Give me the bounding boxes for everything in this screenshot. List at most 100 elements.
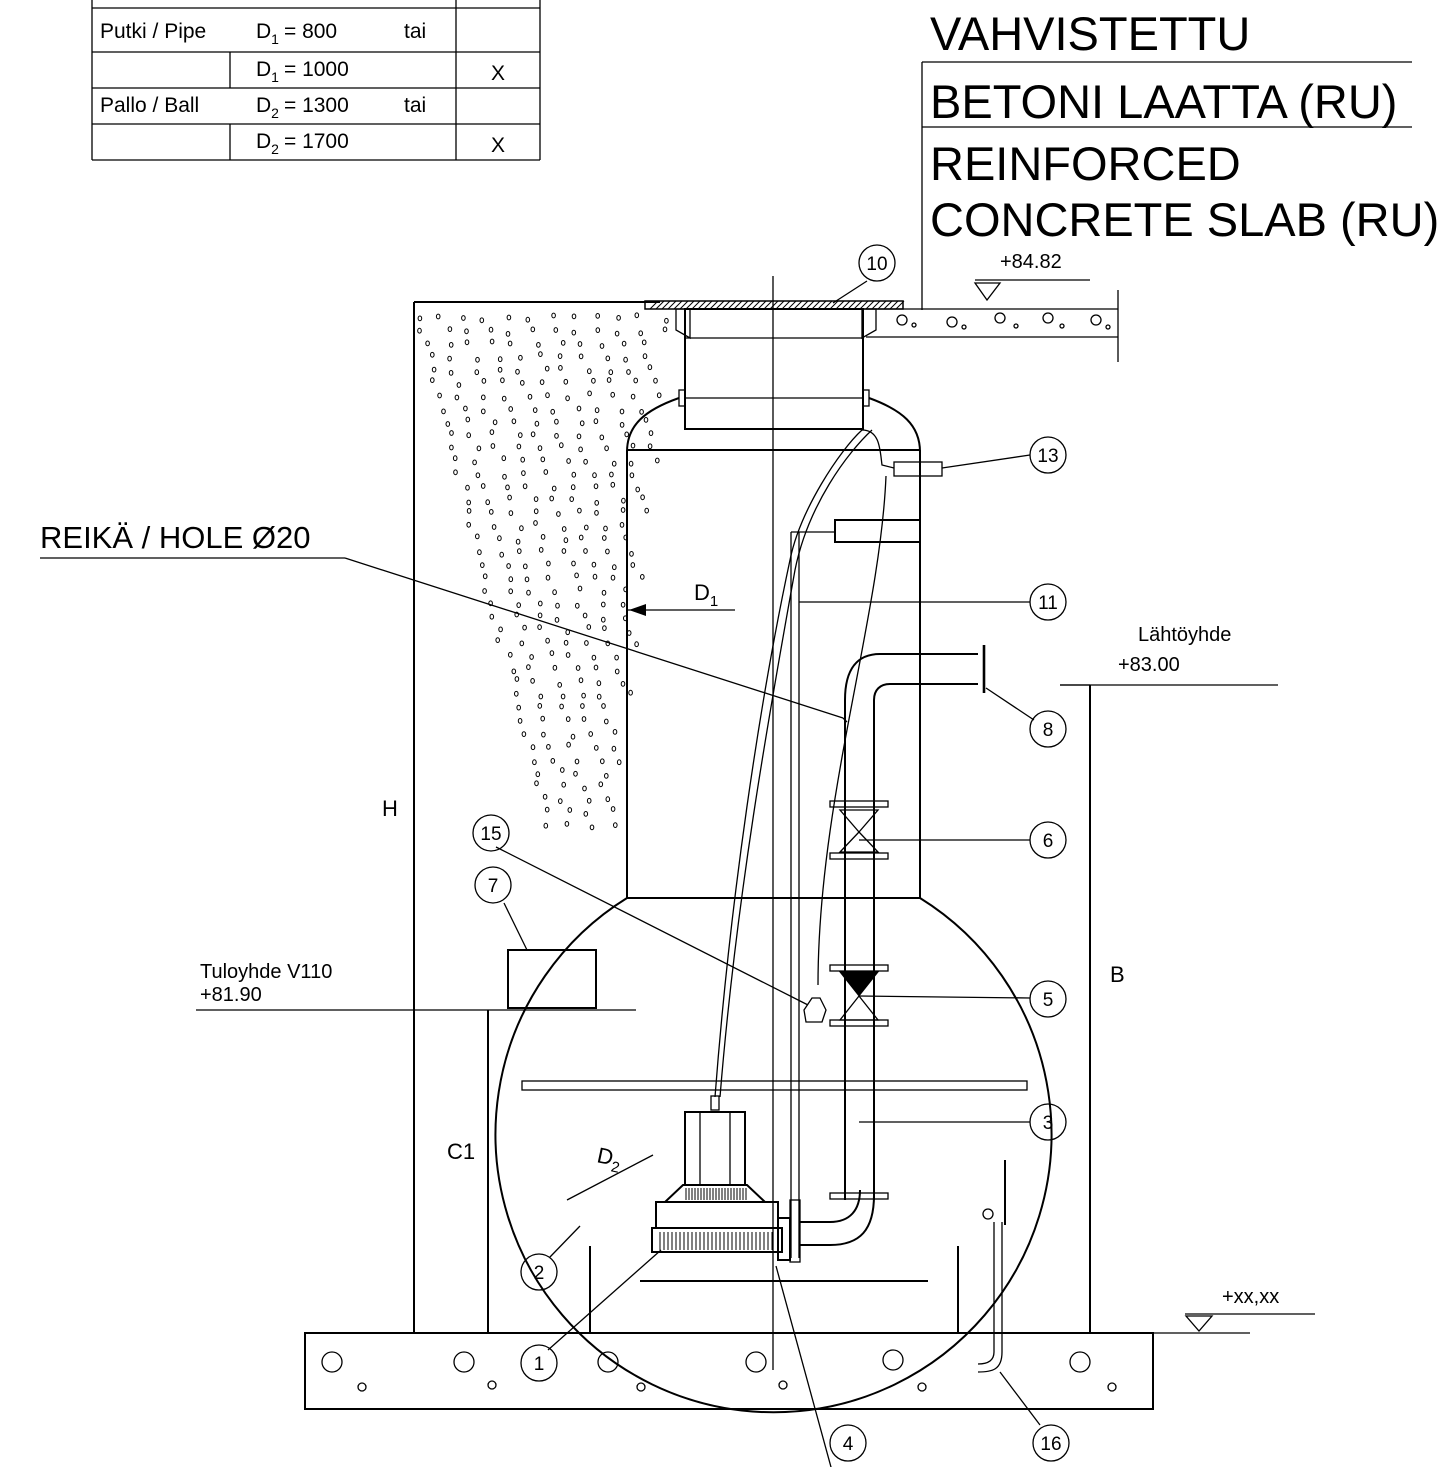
base-concrete-slab: [304, 1332, 1250, 1410]
gravel-dot: [543, 469, 549, 475]
gravel-dot: [549, 495, 555, 502]
gravel-dot: [578, 353, 584, 360]
gravel-dot: [524, 576, 530, 583]
gravel-dot: [575, 665, 581, 671]
gravel-dot: [602, 535, 607, 541]
gravel-dot: [491, 524, 497, 530]
gravel-dot: [571, 560, 576, 567]
gravel-dot: [552, 664, 558, 671]
gravel-dot: [619, 408, 625, 415]
gravel-dot: [480, 562, 485, 568]
gravel-dot: [612, 729, 618, 735]
gravel-dot: [593, 483, 599, 490]
gravel-dot: [497, 366, 503, 373]
gravel-dot: [540, 715, 546, 722]
gravel-dot: [565, 652, 571, 658]
gravel-dot: [644, 507, 650, 514]
gravel-dot: [656, 392, 662, 399]
gravel-dot: [558, 365, 563, 371]
gravel-dot: [558, 798, 563, 804]
gravel-dot: [619, 422, 625, 428]
gravel-dot: [489, 338, 495, 345]
gravel-dot: [518, 354, 523, 361]
hatch-line: [739, 300, 749, 310]
gravel-dot: [537, 445, 543, 452]
gravel-dot: [505, 331, 511, 337]
gravel-dot: [449, 444, 454, 451]
gravel-dot: [570, 484, 576, 491]
gravel-dot: [629, 472, 635, 479]
callout-6: 6: [1043, 831, 1054, 852]
gravel-dot: [430, 351, 435, 358]
gravel-dot: [606, 377, 612, 383]
hatch-line: [745, 300, 755, 310]
gravel-dot: [532, 407, 538, 414]
gravel-dot: [506, 563, 511, 569]
gravel-dot: [557, 353, 563, 360]
gravel-dot: [532, 759, 537, 766]
gravel-dot: [587, 390, 592, 397]
table-row-2-value: D1= 1000: [256, 58, 349, 85]
gravel-dot: [571, 471, 577, 478]
gravel-dot: [489, 613, 495, 620]
gravel-dot: [561, 548, 567, 554]
gravel-dot: [642, 353, 648, 360]
hatch-line: [667, 300, 677, 310]
gravel-dot: [561, 526, 567, 532]
gravel-dot: [511, 668, 517, 675]
gravel-dot: [480, 483, 486, 489]
gravel-dot: [630, 393, 636, 400]
gravel-dot: [497, 535, 502, 542]
gravel-dot: [610, 574, 616, 581]
gravel-dot: [591, 377, 596, 384]
gravel-dot: [508, 576, 514, 583]
gravel-dot: [612, 564, 617, 571]
hatch-line: [895, 300, 905, 310]
gravel-dot: [603, 525, 608, 532]
gravel-dot: [641, 339, 647, 346]
hatch-line: [673, 300, 683, 310]
gravel-dot: [544, 365, 550, 372]
gravel-dot: [569, 496, 575, 503]
gravel-dot: [595, 313, 601, 319]
gravel-dot: [542, 793, 548, 800]
top-level-mark: +84.82: [973, 251, 1090, 302]
gravel-dot: [624, 431, 630, 438]
callout-leaders: [495, 280, 1041, 1467]
gravel-dot: [601, 616, 606, 623]
gravel-dot: [593, 664, 599, 671]
gravel-dot: [535, 771, 541, 778]
hatch-line: [685, 300, 695, 310]
hatch-line: [865, 300, 875, 310]
gravel-dot: [613, 822, 618, 828]
gravel-dot: [566, 458, 571, 464]
gravel-dot: [628, 689, 633, 696]
gravel-dot: [561, 781, 567, 788]
gravel-dot: [517, 548, 522, 554]
gravel-dot: [516, 704, 522, 711]
gravel-dot: [559, 703, 564, 710]
gravel-dot: [583, 458, 588, 465]
gravel-dot: [537, 612, 543, 619]
gravel-dot: [571, 313, 577, 320]
gravel-dot: [501, 455, 507, 462]
top-level-text: +84.82: [1000, 251, 1062, 273]
gravel-dot: [506, 314, 512, 321]
gravel-dot: [574, 758, 580, 765]
gravel-dot: [563, 639, 569, 646]
hatch-line: [733, 300, 743, 310]
hatch-line: [763, 300, 773, 310]
gravel-dot: [453, 469, 458, 476]
hatch-line: [787, 300, 797, 310]
gravel-dot: [580, 703, 585, 709]
gravel-dot: [533, 508, 539, 515]
gravel-dot: [517, 718, 523, 724]
hatch-line: [697, 300, 707, 310]
gravel-dot: [608, 369, 614, 376]
gravel-dot: [614, 654, 619, 661]
hatch-line: [649, 300, 659, 310]
gravel-dot: [533, 496, 539, 503]
gravel-dot: [596, 680, 602, 687]
gravel-dot: [498, 626, 503, 633]
